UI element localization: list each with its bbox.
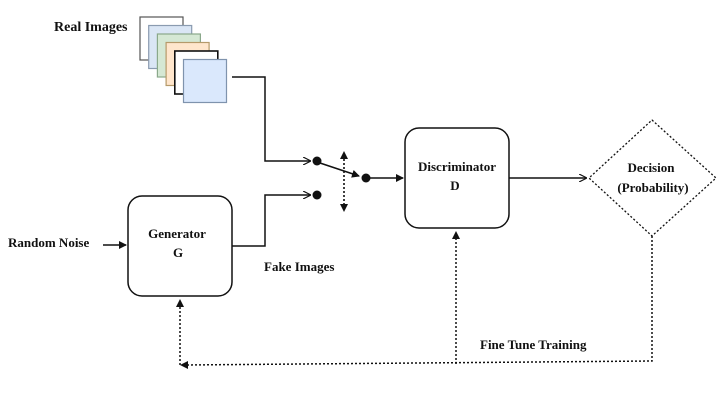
generator-label: Generator	[148, 226, 206, 241]
real-images-stack	[139, 16, 228, 104]
random-noise-label: Random Noise	[8, 235, 89, 250]
discriminator-label: Discriminator	[418, 159, 496, 174]
switch-node-real	[312, 156, 322, 166]
generator-symbol: G	[173, 245, 183, 260]
decision-diamond	[588, 119, 717, 237]
discriminator-symbol: D	[450, 178, 459, 193]
switch-lever	[319, 162, 360, 178]
switch-toggle-up-arrow	[340, 151, 348, 159]
decision-label: Decision	[628, 160, 676, 175]
image-card	[182, 58, 228, 104]
feedback-left-arrowhead	[180, 361, 188, 369]
fine-tune-label: Fine Tune Training	[480, 337, 587, 352]
switch-node-fake	[312, 190, 322, 200]
fake-images-connector	[232, 195, 310, 247]
feedback-to-discriminator-arrowhead	[452, 231, 460, 239]
feedback-to-generator-arrowhead	[176, 299, 184, 307]
real-images-connector	[232, 76, 310, 161]
fake-images-label: Fake Images	[264, 259, 334, 274]
switch-toggle-down-arrow	[340, 204, 348, 212]
decision-probability-label: (Probability)	[617, 180, 688, 195]
switch-node-output	[361, 173, 371, 183]
real-images-label: Real Images	[54, 20, 128, 35]
feedback-loop-line	[183, 236, 653, 366]
